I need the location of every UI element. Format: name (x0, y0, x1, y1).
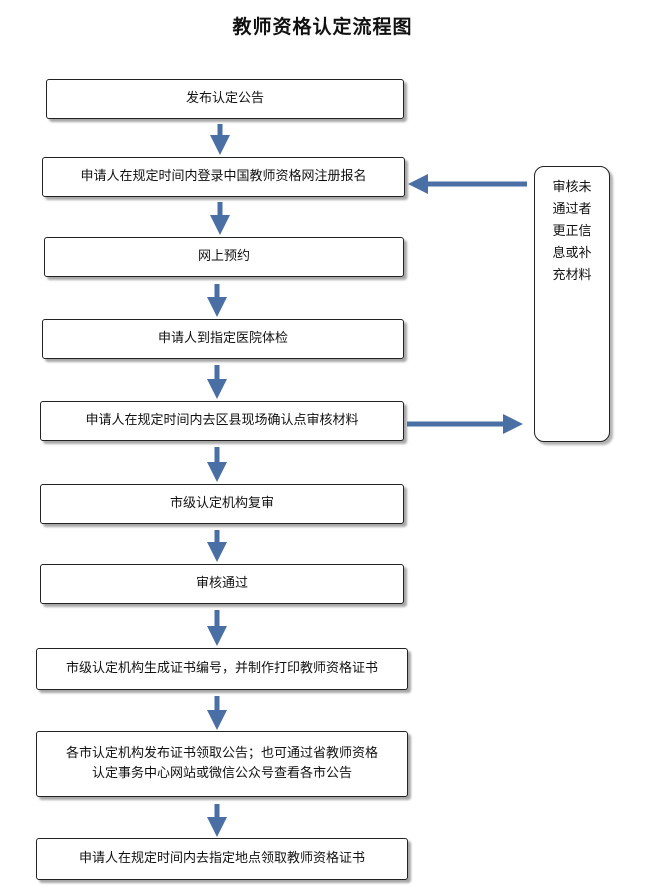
step-4-medical-check: 申请人到指定医院体检 (42, 319, 404, 359)
step-1-text: 发布认定公告 (185, 91, 264, 106)
step-7-approved: 审核通过 (40, 564, 404, 604)
side-box-correction: 审核未 通过者 更正信 息或补 充材料 (534, 166, 610, 442)
step-5-onsite-review: 申请人在规定时间内去区县现场确认点审核材料 (40, 401, 404, 441)
step-3-online-appointment: 网上预约 (44, 237, 404, 277)
step-1-publish-notice: 发布认定公告 (46, 79, 404, 119)
diagram-title: 教师资格认定流程图 (232, 16, 413, 38)
side-box-line-3: 更正信 (552, 224, 592, 239)
step-10-text: 申请人在规定时间内去指定地点领取教师资格证书 (78, 851, 365, 866)
step-6-text: 市级认定机构复审 (169, 496, 274, 511)
step-8-generate-certificate: 市级认定机构生成证书编号，并制作打印教师资格证书 (36, 648, 408, 690)
step-2-online-register: 申请人在规定时间内登录中国教师资格网注册报名 (42, 157, 405, 197)
step-9-text-line-2: 认定事务中心网站或微信公众号查看各市公告 (91, 766, 352, 781)
step-10-collect-certificate: 申请人在规定时间内去指定地点领取教师资格证书 (36, 838, 408, 880)
step-4-text: 申请人到指定医院体检 (157, 331, 288, 346)
side-box-line-2: 通过者 (552, 202, 592, 217)
side-box-line-5: 充材料 (552, 268, 592, 283)
side-box-line-1: 审核未 (552, 180, 592, 195)
side-box-line-4: 息或补 (552, 246, 592, 261)
step-9-collection-notice: 各市认定机构发布证书领取公告；也可通过省教师资格 认定事务中心网站或微信公众号查… (36, 731, 408, 797)
step-6-city-recheck: 市级认定机构复审 (40, 484, 404, 524)
step-2-text: 申请人在规定时间内登录中国教师资格网注册报名 (80, 169, 367, 184)
step-7-text: 审核通过 (195, 576, 248, 591)
step-5-text: 申请人在规定时间内去区县现场确认点审核材料 (85, 413, 359, 428)
step-3-text: 网上预约 (197, 249, 250, 264)
step-9-text-line-1: 各市认定机构发布证书领取公告；也可通过省教师资格 (65, 746, 378, 761)
step-8-text: 市级认定机构生成证书编号，并制作打印教师资格证书 (65, 661, 378, 676)
